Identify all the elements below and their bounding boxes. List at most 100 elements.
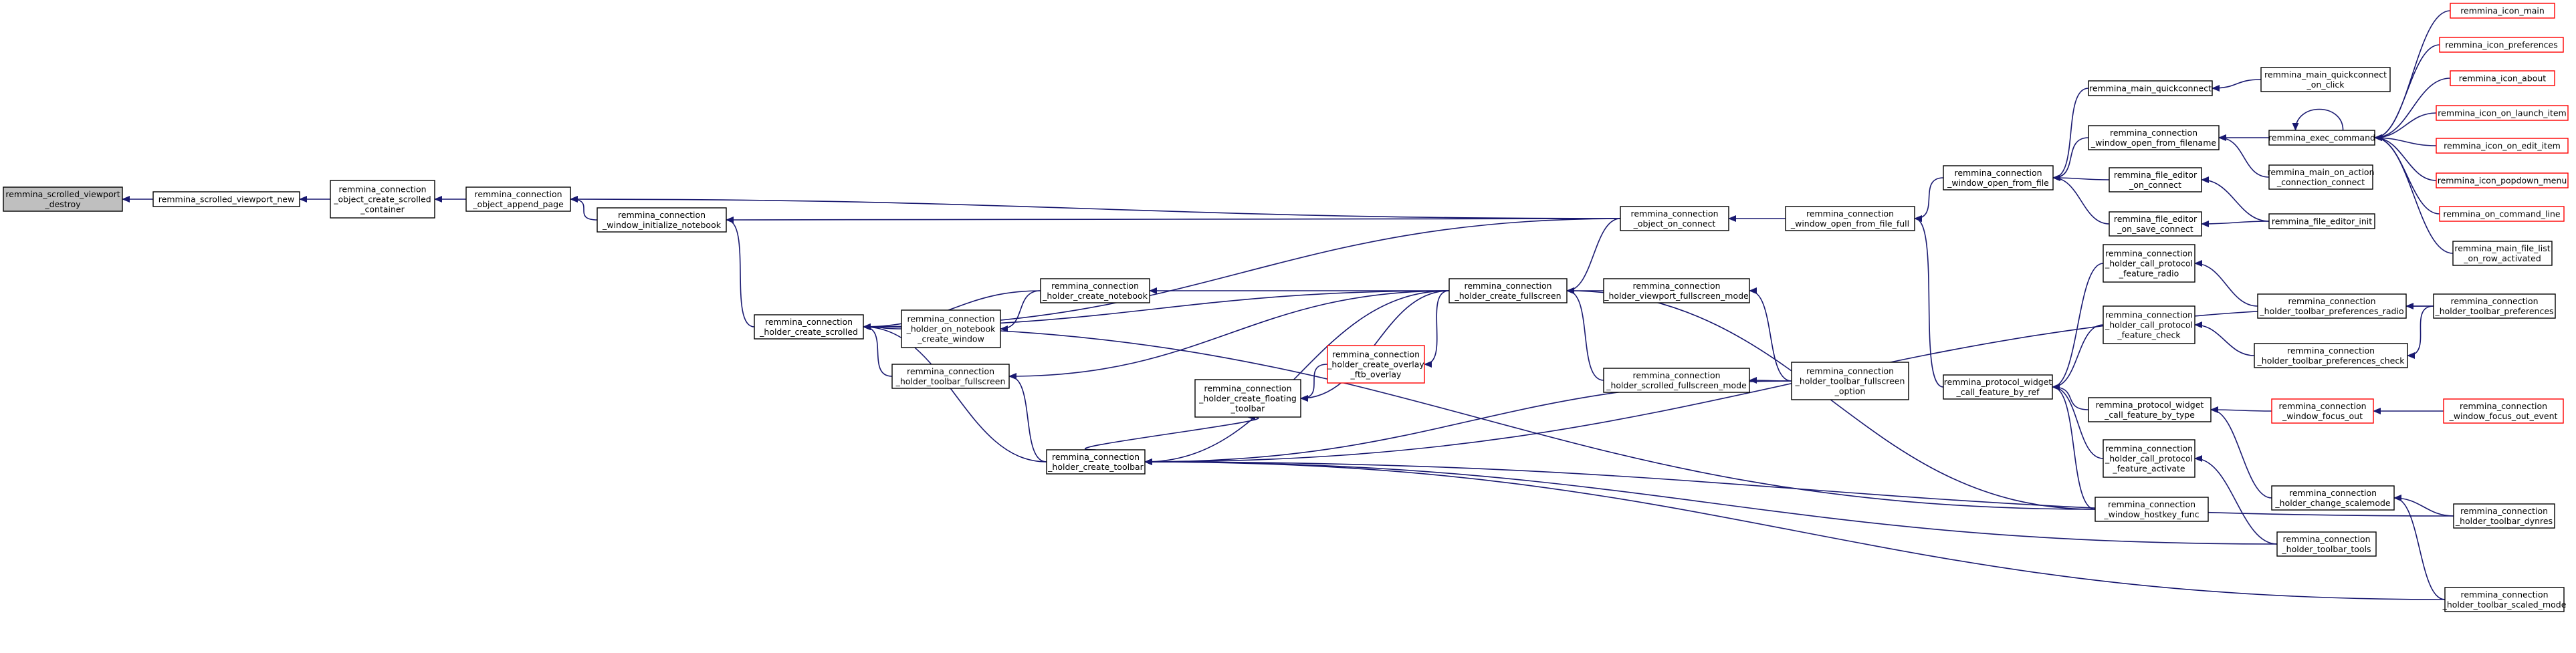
node-icon_popdown_menu[interactable]: remmina_icon_popdown_menu — [2436, 172, 2569, 188]
node-scrolled_viewport_new[interactable]: remmina_scrolled_viewport_new — [152, 191, 300, 207]
node-main_quickconnect_on_click[interactable]: remmina_main_quickconnect_on_click — [2260, 67, 2391, 92]
node-call_protocol_feature_activate[interactable]: remmina_connection_holder_call_protocol_… — [2103, 439, 2195, 478]
node-toolbar_tools[interactable]: remmina_connection_holder_toolbar_tools — [2276, 531, 2377, 557]
node-toolbar_preferences_radio[interactable]: remmina_connection_holder_toolbar_prefer… — [2257, 293, 2407, 319]
node-label-line: remmina_exec_command — [2268, 133, 2375, 143]
node-label-line: remmina_icon_on_edit_item — [2444, 141, 2561, 151]
edge-hcreate_notebook-to-hcreate_scrolled — [863, 290, 1041, 330]
node-box — [2088, 80, 2213, 96]
node-window_hostkey_func[interactable]: remmina_connection_window_hostkey_func — [2095, 497, 2209, 522]
edge-icon_preferences-to-exec_command — [2374, 44, 2440, 141]
node-scrolled_fullscreen_mode[interactable]: remmina_connection_holder_scrolled_fulls… — [1603, 368, 1750, 393]
node-init_notebook[interactable]: remmina_connection_window_initialize_not… — [597, 207, 727, 233]
node-label-line: remmina_protocol_widget — [2096, 400, 2204, 410]
node-label-line: remmina_file_editor — [2114, 170, 2197, 180]
edge-icon_about-to-exec_command — [2374, 78, 2451, 141]
node-call_protocol_feature_radio[interactable]: remmina_connection_holder_call_protocol_… — [2103, 244, 2195, 283]
node-icon_on_edit_item[interactable]: remmina_icon_on_edit_item — [2436, 138, 2569, 154]
node-label-line: remmina_connection — [2287, 346, 2375, 356]
node-label-line: remmina_connection — [2105, 444, 2193, 454]
node-toolbar_dynres[interactable]: remmina_connection_holder_toolbar_dynres — [2453, 503, 2555, 529]
node-window_open_from_file_full[interactable]: remmina_connection_window_open_from_file… — [1785, 206, 1915, 231]
edge-main_quickconnect-to-window_open_from_file — [2052, 88, 2089, 181]
node-icon_on_launch_item[interactable]: remmina_icon_on_launch_item — [2436, 105, 2569, 121]
edge-window_hostkey_func-to-protocol_widget_call_feature_by_ref — [2052, 384, 2096, 510]
node-change_scalemode[interactable]: remmina_connection_holder_change_scalemo… — [2271, 485, 2395, 511]
node-toolbar_scaled_mode[interactable]: remmina_connection_holder_toolbar_scaled… — [2442, 587, 2567, 612]
node-exec_command[interactable]: remmina_exec_command — [2268, 130, 2375, 146]
node-label-line: remmina_connection — [1051, 281, 1139, 291]
node-label-line: remmina_connection — [2460, 401, 2547, 411]
edge-file_editor_on_save_connect-to-window_open_from_file — [2052, 174, 2110, 225]
node-box — [2444, 587, 2565, 612]
edge-toolbar_fullscreen_option-to-viewport_fullscreen_mode — [1749, 287, 1792, 382]
edge-main_on_action_connection_connect-to-window_open_from_filename — [2218, 134, 2270, 178]
node-object_on_connect[interactable]: remmina_connection_object_on_connect — [1620, 206, 1729, 231]
node-call_protocol_feature_check[interactable]: remmina_connection_holder_call_protocol_… — [2103, 305, 2195, 344]
node-label-line: remmina_connection — [2450, 296, 2538, 306]
node-label-line: remmina_connection — [2105, 310, 2193, 320]
node-label-line: _connection_connect — [2276, 177, 2365, 187]
node-viewport_fullscreen_mode[interactable]: remmina_connection_holder_viewport_fulls… — [1603, 278, 1750, 303]
node-box — [2439, 206, 2565, 222]
node-label-line: remmina_protocol_widget — [1944, 377, 2052, 387]
node-label-line: _holder_create_toolbar — [1047, 462, 1144, 472]
node-icon_about[interactable]: remmina_icon_about — [2450, 70, 2555, 86]
node-create_floating_toolbar[interactable]: remmina_connection_holder_create_floatin… — [1194, 379, 1301, 418]
node-toolbar_preferences_check[interactable]: remmina_connection_holder_toolbar_prefer… — [2254, 343, 2408, 368]
node-main_on_action_connection_connect[interactable]: remmina_main_on_action_connection_connec… — [2268, 164, 2375, 190]
node-toolbar_preferences[interactable]: remmina_connection_holder_toolbar_prefer… — [2433, 293, 2556, 319]
edge-init_notebook-to-append_page — [570, 196, 598, 221]
node-toolbar_fullscreen[interactable]: remmina_connection_holder_toolbar_fullsc… — [891, 364, 1010, 389]
node-label-line: remmina_scrolled_viewport_new — [158, 194, 294, 205]
edge-toolbar_scaled_mode-to-change_scalemode — [2393, 495, 2446, 600]
node-create_fullscreen[interactable]: remmina_connection_holder_create_fullscr… — [1448, 278, 1568, 303]
node-scrolled_viewport_destroy[interactable]: remmina_scrolled_viewport_destroy — [3, 186, 123, 212]
node-box — [152, 191, 300, 207]
node-create_toolbar[interactable]: remmina_connection_holder_create_toolbar — [1046, 449, 1146, 475]
node-label-line: _holder_toolbar_fullscreen — [895, 376, 1006, 386]
node-label-line: _window_initialize_notebook — [602, 220, 722, 230]
edge-object_on_connect-to-append_page — [570, 196, 1621, 219]
node-box — [2452, 241, 2553, 266]
edge-toolbar_tools-to-call_protocol_feature_activate — [2194, 455, 2278, 545]
node-label-line: remmina_file_editor_init — [2272, 217, 2372, 227]
node-protocol_widget_call_feature_by_type[interactable]: remmina_protocol_widget_call_feature_by_… — [2088, 397, 2212, 422]
node-label-line: remmina_connection — [907, 314, 994, 324]
node-icon_main[interactable]: remmina_icon_main — [2450, 3, 2555, 19]
node-on_notebook_create_window[interactable]: remmina_connection_holder_on_notebook_cr… — [901, 309, 1001, 348]
node-box — [330, 180, 435, 219]
node-protocol_widget_call_feature_by_ref[interactable]: remmina_protocol_widget_call_feature_by_… — [1943, 374, 2053, 400]
node-box — [1943, 165, 2054, 190]
node-toolbar_fullscreen_option[interactable]: remmina_connection_holder_toolbar_fullsc… — [1791, 362, 1909, 400]
node-box — [2103, 439, 2195, 478]
edge-icon_on_launch_item-to-exec_command — [2374, 112, 2437, 141]
node-icon_preferences[interactable]: remmina_icon_preferences — [2439, 37, 2564, 53]
node-main_quickconnect[interactable]: remmina_main_quickconnect — [2088, 80, 2213, 96]
node-label-line: remmina_main_on_action — [2268, 167, 2375, 177]
node-label-line: _call_feature_by_type — [2104, 410, 2195, 420]
node-append_page[interactable]: remmina_connection_object_append_page — [465, 186, 571, 212]
node-label-line: remmina_on_command_line — [2443, 209, 2561, 219]
node-main_file_list_on_row_activated[interactable]: remmina_main_file_list_on_row_activated — [2452, 241, 2553, 266]
edge-toolbar_dynres-to-change_scalemode — [2393, 495, 2454, 517]
node-file_editor_on_save_connect[interactable]: remmina_file_editor_on_save_connect — [2109, 211, 2202, 237]
node-file_editor_on_connect[interactable]: remmina_file_editor_on_connect — [2109, 167, 2202, 192]
node-box — [2268, 213, 2375, 229]
node-window_open_from_filename[interactable]: remmina_connection_window_open_from_file… — [2088, 125, 2220, 150]
node-file_editor_init[interactable]: remmina_file_editor_init — [2268, 213, 2375, 229]
node-create_scrolled_container[interactable]: remmina_connection_object_create_scrolle… — [330, 180, 435, 219]
node-label-line: _option — [1834, 386, 1866, 396]
node-label-line: _holder_toolbar_preferences — [2434, 306, 2553, 316]
node-window_open_from_file[interactable]: remmina_connection_window_open_from_file — [1943, 165, 2054, 190]
node-box — [2436, 105, 2569, 121]
edge-change_scalemode-to-protocol_widget_call_feature_by_type — [2210, 406, 2272, 499]
node-window_focus_out_event[interactable]: remmina_connection_window_focus_out_even… — [2443, 398, 2564, 424]
node-hcreate_scrolled[interactable]: remmina_connection_holder_create_scrolle… — [754, 314, 864, 340]
node-label-line: remmina_connection — [1204, 384, 1291, 394]
node-create_overlay_ftb[interactable]: remmina_connection_holder_create_overlay… — [1327, 345, 1425, 384]
node-hcreate_notebook[interactable]: remmina_connection_holder_create_noteboo… — [1040, 278, 1150, 303]
node-on_command_line[interactable]: remmina_on_command_line — [2439, 206, 2565, 222]
node-window_focus_out[interactable]: remmina_connection_window_focus_out — [2271, 398, 2374, 424]
node-label-line: remmina_connection — [2108, 499, 2195, 509]
